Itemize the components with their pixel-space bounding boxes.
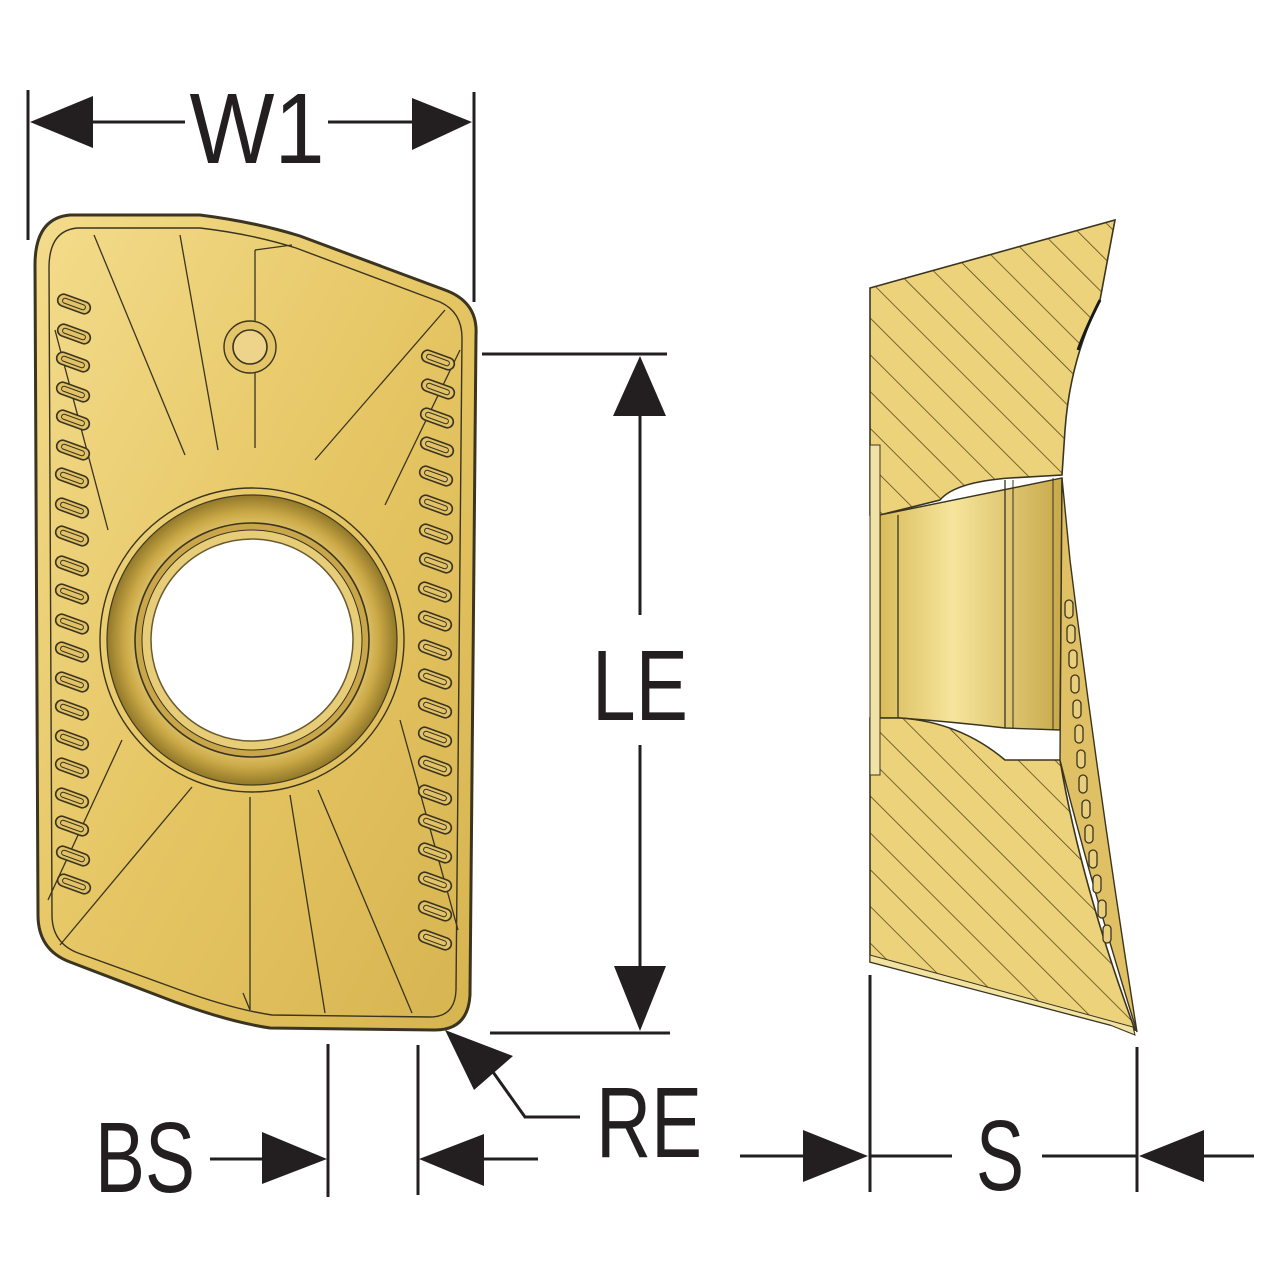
arrow-leader-icon [445, 1030, 513, 1090]
s-label: S [976, 1100, 1024, 1212]
section-seat-face [869, 444, 881, 776]
dimension-w1 [26, 90, 476, 302]
arrow-down-icon [614, 966, 666, 1031]
insert-side-section-view [869, 218, 1138, 1036]
section-bore [879, 477, 1063, 731]
dimension-le [482, 352, 670, 1035]
clamp-seat-ring [99, 487, 405, 793]
screw-hole [150, 538, 354, 742]
insert-inner-edge [48, 227, 463, 1018]
arrow-left-icon [30, 96, 93, 148]
arrow-right-icon [803, 1130, 868, 1182]
rake-face-facets [47, 234, 461, 1014]
section-lower-hatch [869, 717, 1137, 1032]
bs-label: BS [95, 1102, 195, 1214]
le-label: LE [592, 630, 688, 742]
arrow-right-icon [262, 1132, 327, 1184]
dimension-re [445, 1030, 580, 1119]
re-label: RE [596, 1067, 702, 1179]
arrow-up-icon [613, 356, 666, 416]
section-upper-hatch [869, 218, 1117, 516]
section-cutting-edge [1059, 477, 1138, 1033]
index-dimple-inner [232, 329, 268, 365]
insert-top-view [33, 213, 478, 1032]
section-edge-slots [1064, 599, 1112, 944]
section-bottom-bevel [869, 954, 1136, 1036]
w1-label: W1 [190, 73, 325, 185]
dimension-bs [210, 1044, 538, 1197]
dimension-s [740, 975, 1254, 1192]
arrow-left-icon [1139, 1130, 1204, 1182]
section-edge-shadow [1076, 299, 1102, 351]
arrow-left-icon [419, 1134, 484, 1186]
arrow-right-icon [412, 98, 472, 150]
